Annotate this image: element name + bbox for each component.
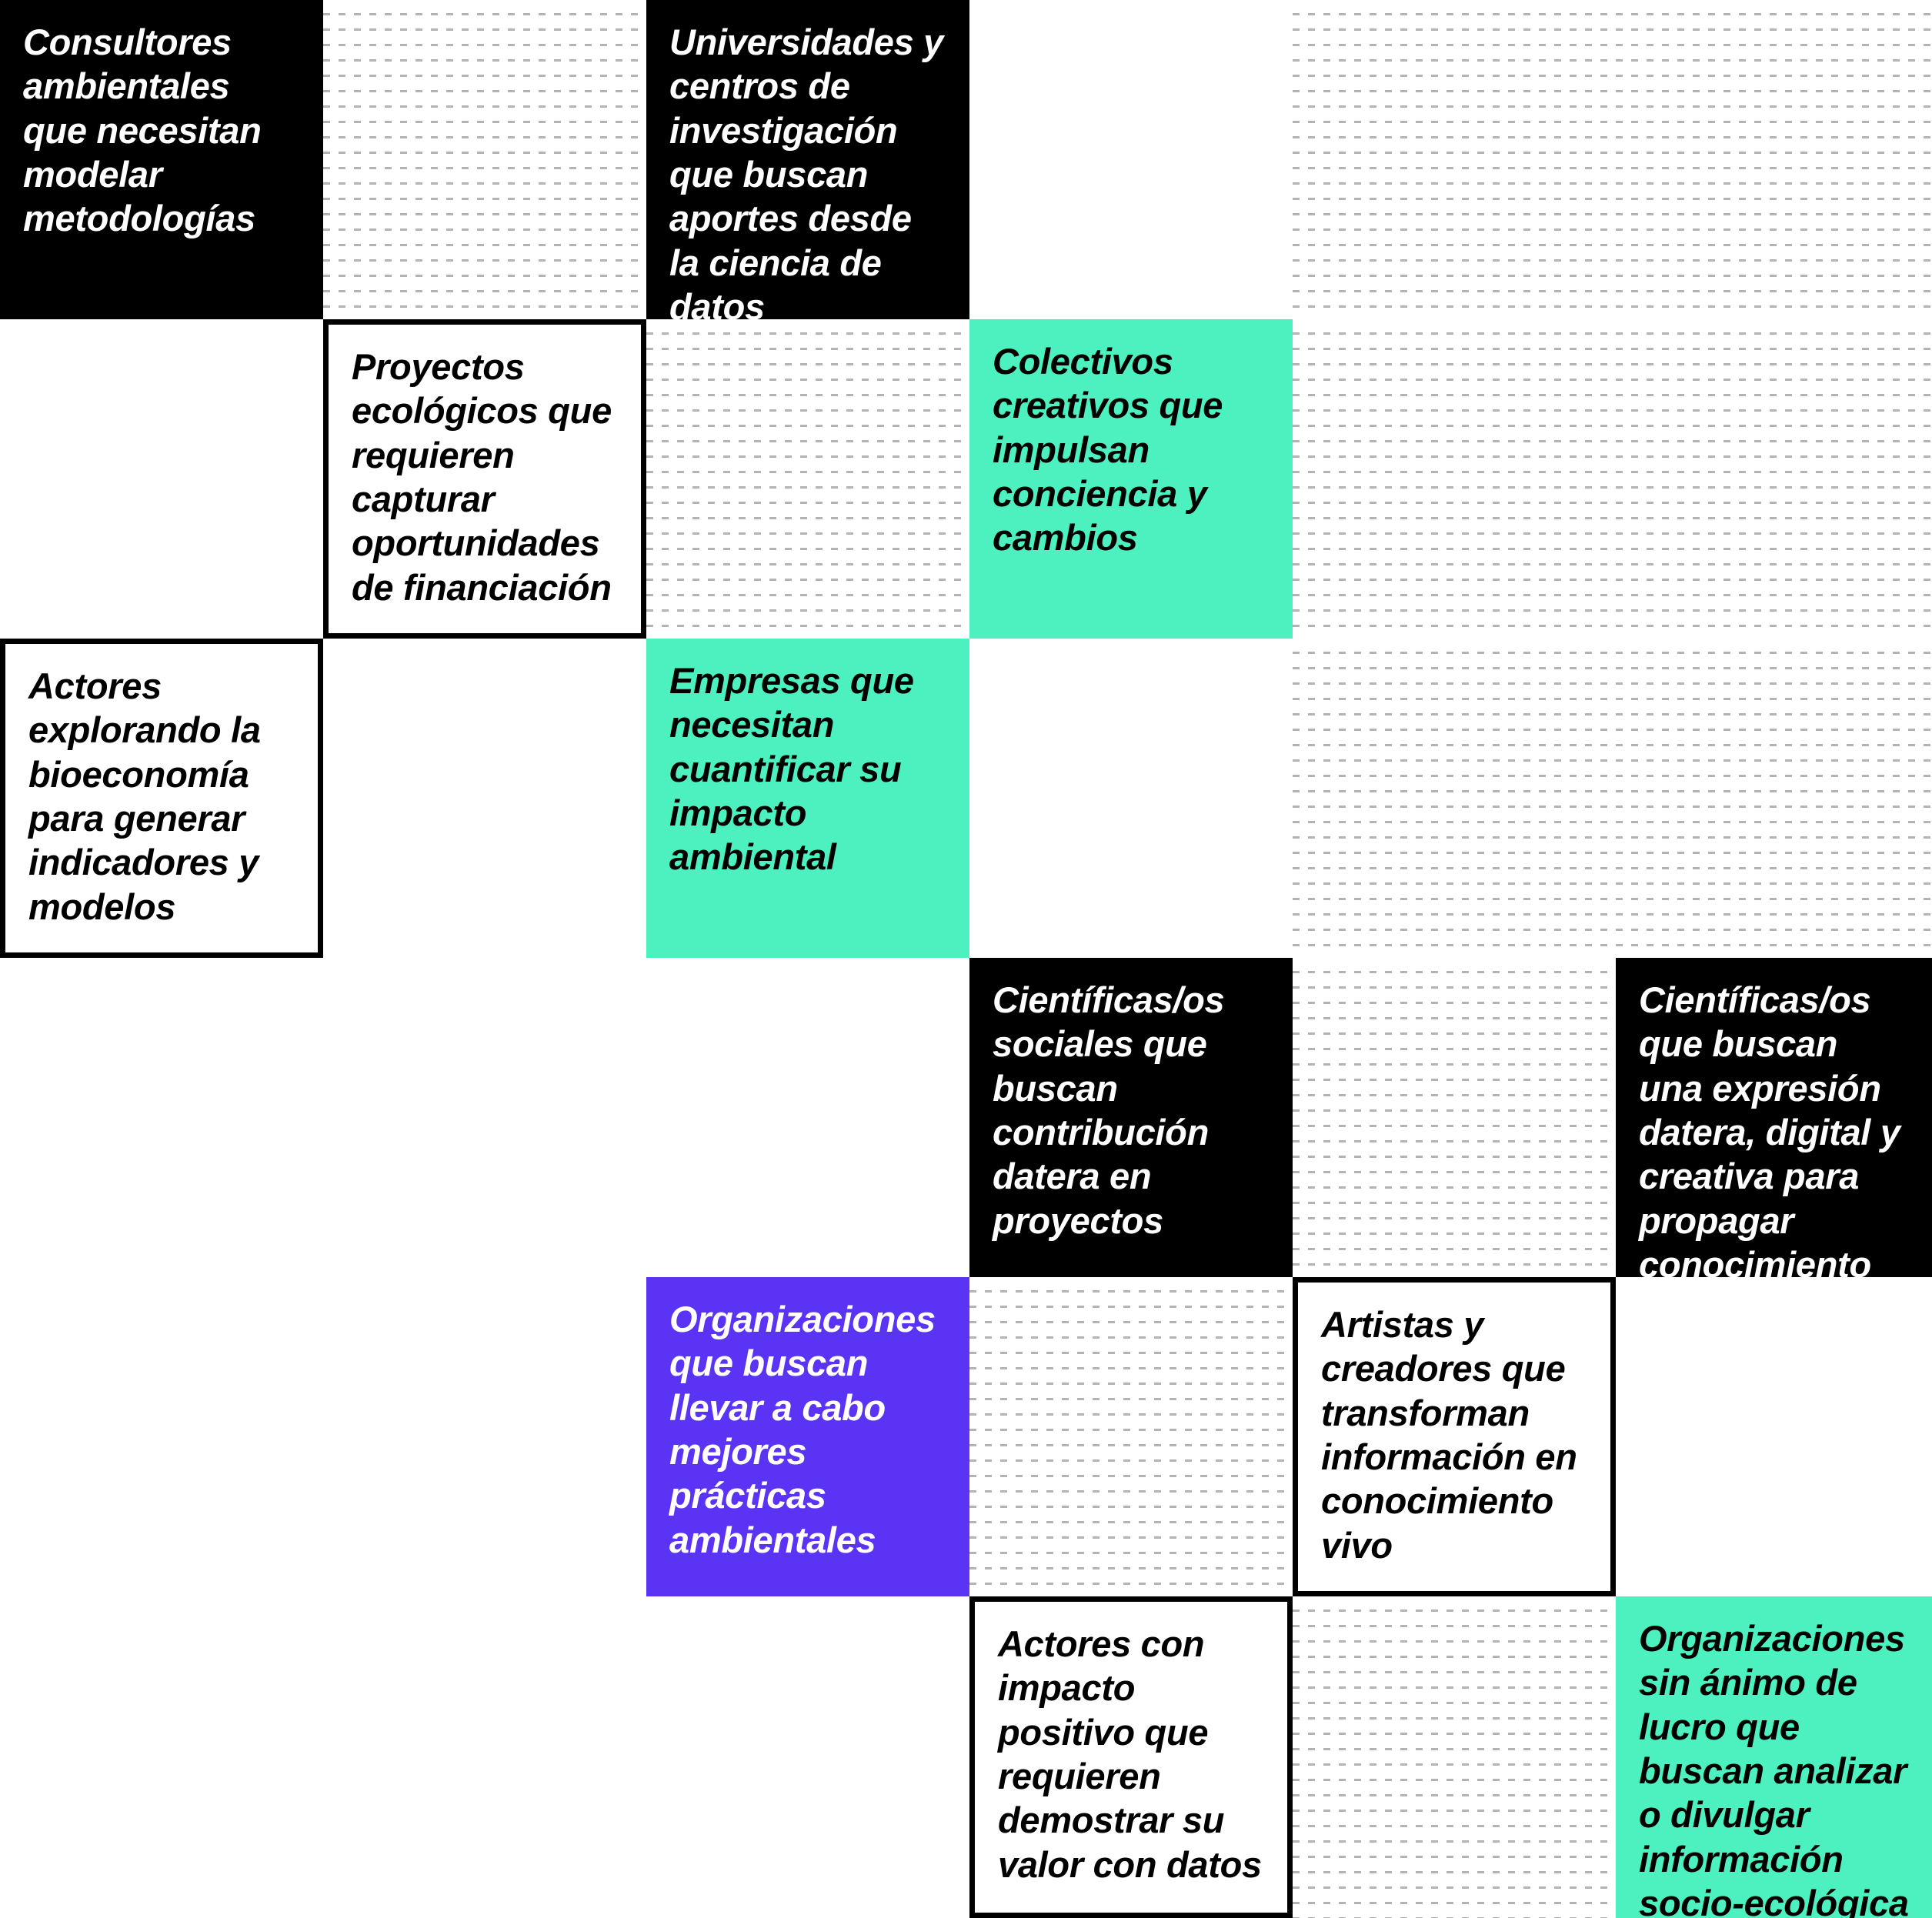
- card-colectivos-creativos[interactable]: Colectivos creativos que impulsan concie…: [969, 319, 1293, 639]
- dot-pattern-block: [1293, 0, 1932, 319]
- dot-pattern-block: [969, 1277, 1293, 1596]
- card-empresas-impacto-ambiental[interactable]: Empresas que necesitan cuantificar su im…: [646, 639, 969, 958]
- dot-pattern-block: [323, 0, 646, 319]
- dot-pattern-block: [1293, 319, 1932, 639]
- card-consultores-ambientales[interactable]: Consultores ambientales que necesitan mo…: [0, 0, 323, 319]
- card-organizaciones-sin-animo-lucro[interactable]: Organizaciones sin ánimo de lucro que bu…: [1616, 1596, 1932, 1918]
- dot-pattern-block: [1293, 958, 1616, 1277]
- card-artistas-creadores[interactable]: Artistas y creadores que transforman inf…: [1293, 1277, 1616, 1596]
- card-actores-impacto-positivo[interactable]: Actores con impacto positivo que requier…: [969, 1596, 1293, 1918]
- dot-pattern-block: [646, 319, 969, 639]
- card-proyectos-ecologicos[interactable]: Proyectos ecológicos que requieren captu…: [323, 319, 646, 639]
- card-cientificas-expresion-datera[interactable]: Científicas/os que buscan una expresión …: [1616, 958, 1932, 1277]
- card-organizaciones-mejores-practicas[interactable]: Organizaciones que buscan llevar a cabo …: [646, 1277, 969, 1596]
- dot-pattern-block: [1293, 639, 1932, 958]
- card-actores-bioeconomia[interactable]: Actores explorando la bioeconomía para g…: [0, 639, 323, 958]
- card-universidades-centros[interactable]: Universidades y centros de investigación…: [646, 0, 969, 319]
- card-cientificas-sociales[interactable]: Científicas/os sociales que buscan contr…: [969, 958, 1293, 1277]
- dot-pattern-block: [1293, 1596, 1616, 1918]
